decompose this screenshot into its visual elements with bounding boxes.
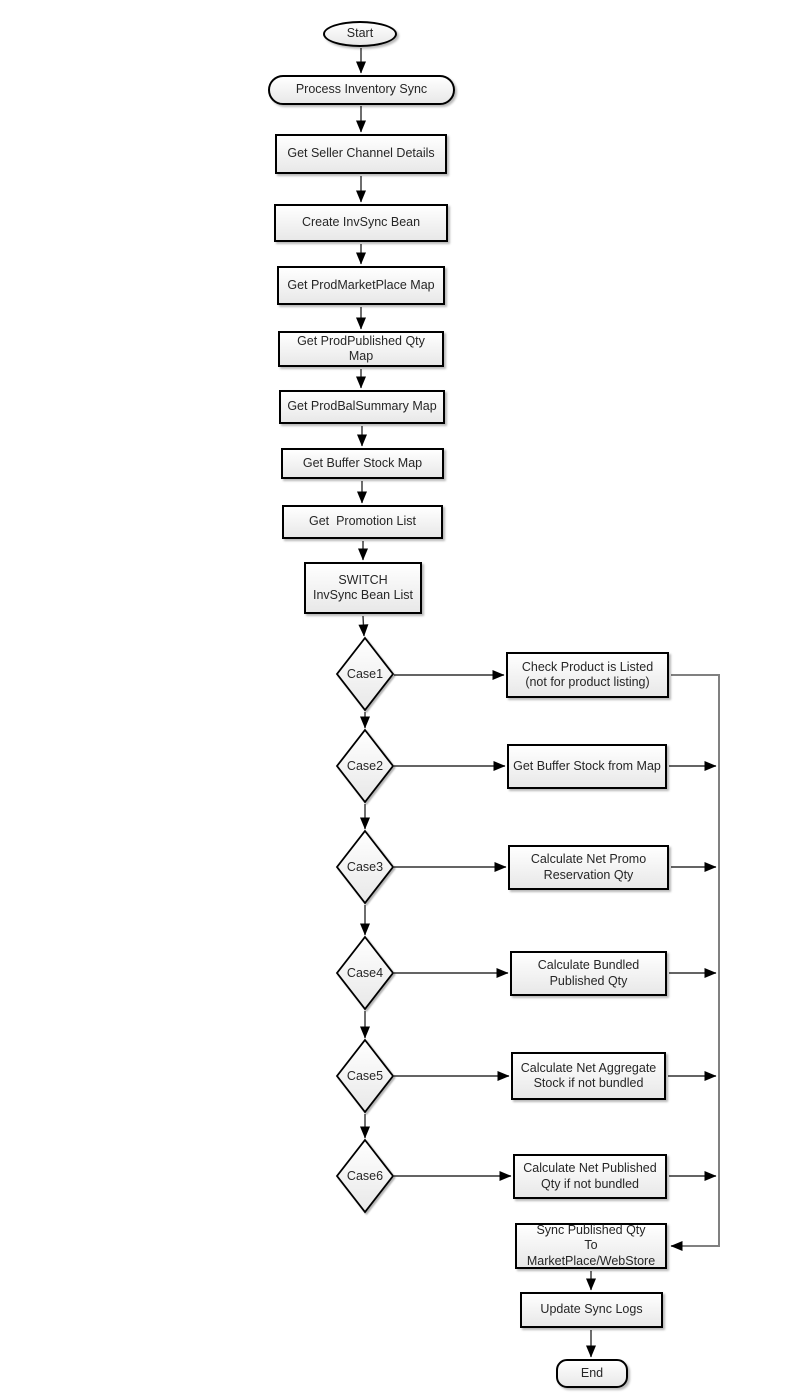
node-label: Sync Published Qty To MarketPlace/WebSto… xyxy=(526,1223,656,1268)
case6-label: Case6 xyxy=(346,1169,384,1183)
get-prodbalsummary-map-node: Get ProdBalSummary Map xyxy=(279,390,445,424)
case3-label: Case3 xyxy=(346,860,384,874)
node-label: Get ProdBalSummary Map xyxy=(287,399,437,414)
get-buffer-stock-from-map-node: Get Buffer Stock from Map xyxy=(507,744,667,789)
calculate-net-aggregate-stock-node: Calculate Net Aggregate Stock if not bun… xyxy=(511,1052,666,1100)
get-promotion-list-node: Get Promotion List xyxy=(282,505,443,539)
node-label: Calculate Net Published Qty if not bundl… xyxy=(523,1161,657,1191)
node-label: Calculate Net Aggregate Stock if not bun… xyxy=(520,1060,657,1090)
node-label: Get Buffer Stock Map xyxy=(302,455,423,470)
case6-diamond xyxy=(335,1138,395,1214)
end-node: End xyxy=(556,1359,628,1388)
case2-label: Case2 xyxy=(346,759,384,773)
node-label: Get Seller Channel Details xyxy=(287,146,435,161)
node-label: Get Buffer Stock from Map xyxy=(513,758,661,773)
node-label: Calculate Bundled Published Qty xyxy=(537,958,640,988)
get-prodpublished-qty-map-node: Get ProdPublished Qty Map xyxy=(278,331,444,367)
calculate-net-promo-reservation-qty-node: Calculate Net Promo Reservation Qty xyxy=(508,845,669,890)
case3-diamond xyxy=(335,829,395,905)
node-label: Get ProdMarketPlace Map xyxy=(287,277,435,292)
case2-diamond xyxy=(335,728,395,804)
node-label: End xyxy=(580,1365,604,1380)
merge-connector-to-sync-published xyxy=(670,674,720,1251)
case4-label: Case4 xyxy=(346,966,384,980)
case1-label: Case1 xyxy=(346,667,384,681)
node-label: Start xyxy=(346,26,374,41)
node-label: Process Inventory Sync xyxy=(295,82,428,97)
update-sync-logs-node: Update Sync Logs xyxy=(520,1292,663,1328)
calculate-bundled-published-qty-node: Calculate Bundled Published Qty xyxy=(510,951,667,996)
process-inventory-sync-node: Process Inventory Sync xyxy=(268,75,455,105)
node-label: Get ProdPublished Qty Map xyxy=(297,333,429,363)
node-label: Update Sync Logs xyxy=(540,1302,643,1317)
node-label: Get Promotion List xyxy=(309,514,416,529)
get-buffer-stock-map-node: Get Buffer Stock Map xyxy=(281,448,444,479)
get-seller-channel-details-node: Get Seller Channel Details xyxy=(275,134,447,174)
case5-label: Case5 xyxy=(346,1069,384,1083)
switch-invsync-bean-list-node: SWITCH InvSync Bean List xyxy=(304,562,422,614)
node-label: SWITCH InvSync Bean List xyxy=(312,572,414,602)
check-product-is-listed-node: Check Product is Listed (not for product… xyxy=(506,652,669,698)
case5-diamond xyxy=(335,1038,395,1114)
calculate-net-published-qty-node: Calculate Net Published Qty if not bundl… xyxy=(513,1154,667,1199)
start-node: Start xyxy=(323,21,397,47)
arrow-switch-to-case1 xyxy=(358,615,369,637)
node-label: Create InvSync Bean xyxy=(301,215,421,230)
sync-published-qty-node: Sync Published Qty To MarketPlace/WebSto… xyxy=(515,1223,667,1269)
create-invsync-bean-node: Create InvSync Bean xyxy=(274,204,448,242)
node-label: Check Product is Listed (not for product… xyxy=(521,659,654,689)
node-label: Calculate Net Promo Reservation Qty xyxy=(530,852,647,882)
case4-diamond xyxy=(335,935,395,1011)
case1-diamond xyxy=(335,636,395,712)
get-prodmarketplace-map-node: Get ProdMarketPlace Map xyxy=(277,266,445,305)
